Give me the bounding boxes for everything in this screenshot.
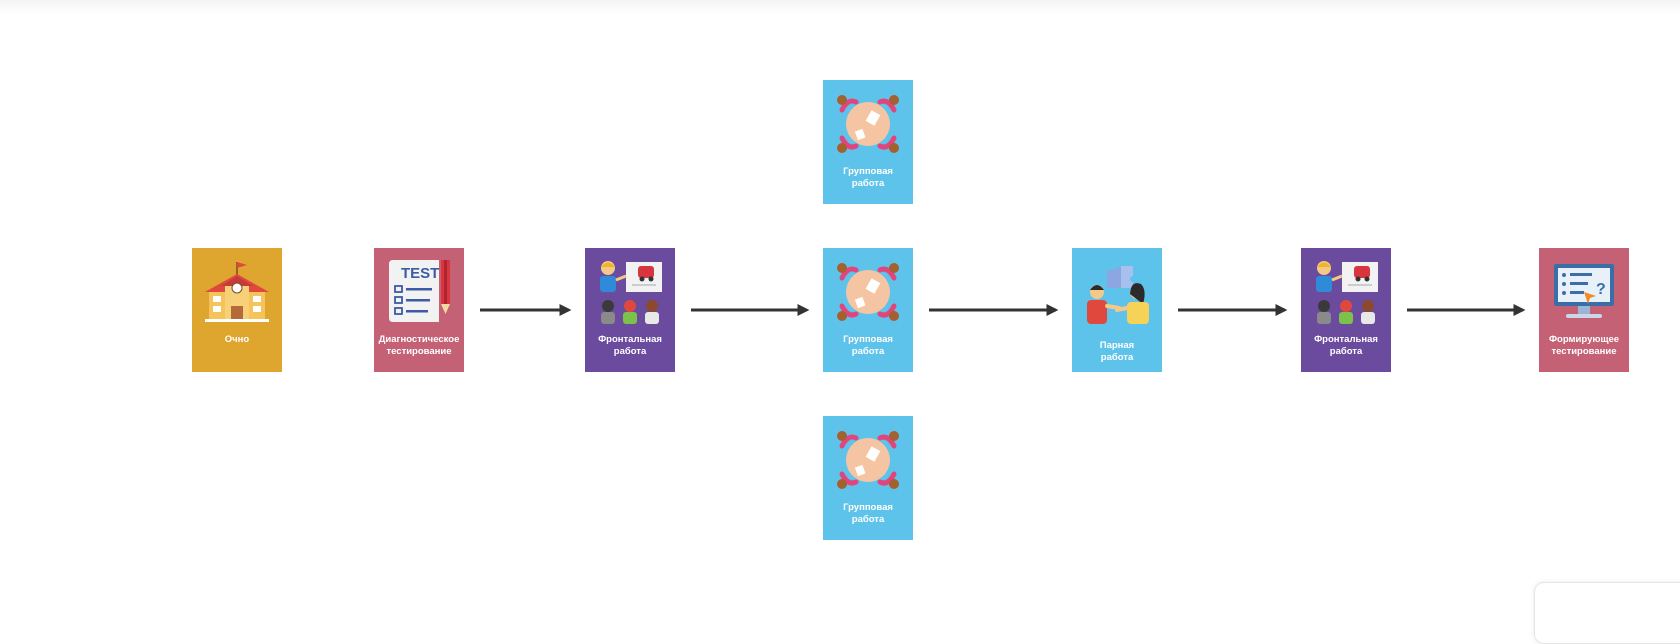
card-group-mid[interactable]: Групповая работа <box>823 248 913 372</box>
card-label-line-1: Фронтальная <box>598 334 662 345</box>
flow-arrows <box>480 304 1526 316</box>
card-label: Фронтальная работа <box>585 334 675 358</box>
card-label-line-2: работа <box>851 346 885 357</box>
card-label-line-1: Формирующее <box>1548 334 1620 345</box>
card-label-line-1: Групповая <box>843 166 893 177</box>
card-label-line-1: Очно <box>224 334 250 345</box>
card-diag-test[interactable]: TEST Диагностическое тестирование <box>374 248 464 372</box>
card-pair[interactable]: Парная работа <box>1072 248 1162 372</box>
card-label: Групповая работа <box>823 166 913 190</box>
card-label-line-2: работа <box>1329 346 1363 357</box>
classroom-teacher-icon <box>1316 261 1378 324</box>
card-label-line-2: работа <box>1100 352 1134 363</box>
card-front-2[interactable]: Фронтальная работа <box>1301 248 1391 372</box>
card-label-line-1: Фронтальная <box>1314 334 1378 345</box>
card-group-bottom[interactable]: Групповая работа <box>823 416 913 540</box>
svg-text:?: ? <box>1596 281 1606 298</box>
card-label-line-1: Диагностическое <box>378 334 460 345</box>
school-building-icon <box>205 262 269 322</box>
card-label-line-1: Групповая <box>843 334 893 345</box>
card-label: Диагностическое тестирование <box>374 334 464 358</box>
round-table-group-icon <box>837 431 899 489</box>
card-group-top[interactable]: Групповая работа <box>823 80 913 204</box>
round-table-group-icon <box>837 95 899 153</box>
card-front-1[interactable]: Фронтальная работа <box>585 248 675 372</box>
card-label: Групповая работа <box>823 502 913 526</box>
card-label-line-2: тестирование <box>386 346 452 357</box>
round-table-group-icon <box>837 263 899 321</box>
card-form-test[interactable]: ? Формирующее тестирование <box>1539 248 1629 372</box>
card-label: Очно <box>192 334 282 346</box>
card-label-line-2: работа <box>851 514 885 525</box>
quiz-monitor-icon: ? <box>1554 264 1614 318</box>
card-label-line-2: работа <box>613 346 647 357</box>
svg-text:TEST: TEST <box>401 265 439 282</box>
card-label: Формирующее тестирование <box>1539 334 1629 358</box>
test-sheet-icon: TEST <box>389 260 450 322</box>
card-label: Фронтальная работа <box>1301 334 1391 358</box>
card-label-line-1: Парная <box>1099 340 1135 351</box>
card-label: Парная работа <box>1072 340 1162 364</box>
card-ochno[interactable]: Очно <box>192 248 282 372</box>
corner-panel <box>1534 582 1680 644</box>
card-label-line-2: работа <box>851 178 885 189</box>
classroom-teacher-icon <box>600 261 662 324</box>
pair-puzzle-icon <box>1087 266 1149 324</box>
top-edge-bar <box>0 0 1680 14</box>
card-label: Групповая работа <box>823 334 913 358</box>
card-label-line-1: Групповая <box>843 502 893 513</box>
card-label-line-2: тестирование <box>1551 346 1617 357</box>
